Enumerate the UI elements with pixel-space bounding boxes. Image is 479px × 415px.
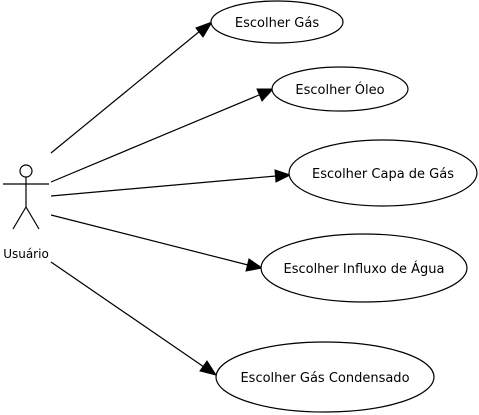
use-cases (210, 0, 478, 413)
actor-head (19, 164, 33, 178)
use-case-escolher-influxo-de-agua[interactable] (260, 233, 468, 303)
use-case-escolher-gas[interactable] (210, 0, 344, 44)
actor-left-leg (12, 206, 27, 230)
actor-usuario (3, 164, 49, 230)
use-case-label-capa-de-gas: Escolher Capa de Gás (312, 167, 454, 182)
arrowhead-oleo (256, 88, 275, 102)
actor-right-leg (25, 206, 40, 230)
arrowhead-capa-de-gas (274, 169, 292, 183)
use-case-label-influxo-de-agua: Escolher Influxo de Água (283, 261, 444, 277)
arrowhead-influxo-de-agua (245, 258, 264, 272)
actor-label: Usuário (3, 247, 49, 261)
use-case-escolher-capa-de-gas[interactable] (288, 139, 478, 207)
association-line-influxo-de-agua (50, 214, 249, 266)
associations (50, 30, 277, 368)
association-line-oleo (50, 94, 260, 183)
arrowhead-gas (195, 21, 214, 38)
use-case-escolher-oleo[interactable] (271, 66, 409, 112)
use-case-escolher-gas-condensado[interactable] (215, 341, 435, 413)
use-case-label-gas-condensado: Escolher Gás Condensado (240, 371, 409, 386)
use-case-label-gas: Escolher Gás (235, 16, 319, 31)
arrowheads (195, 21, 292, 376)
arrowhead-gas-condensado (199, 360, 218, 376)
association-line-capa-de-gas (50, 175, 277, 197)
use-case-label-oleo: Escolher Óleo (295, 82, 384, 98)
association-line-gas (50, 30, 201, 154)
association-line-gas-condensado (50, 261, 205, 368)
